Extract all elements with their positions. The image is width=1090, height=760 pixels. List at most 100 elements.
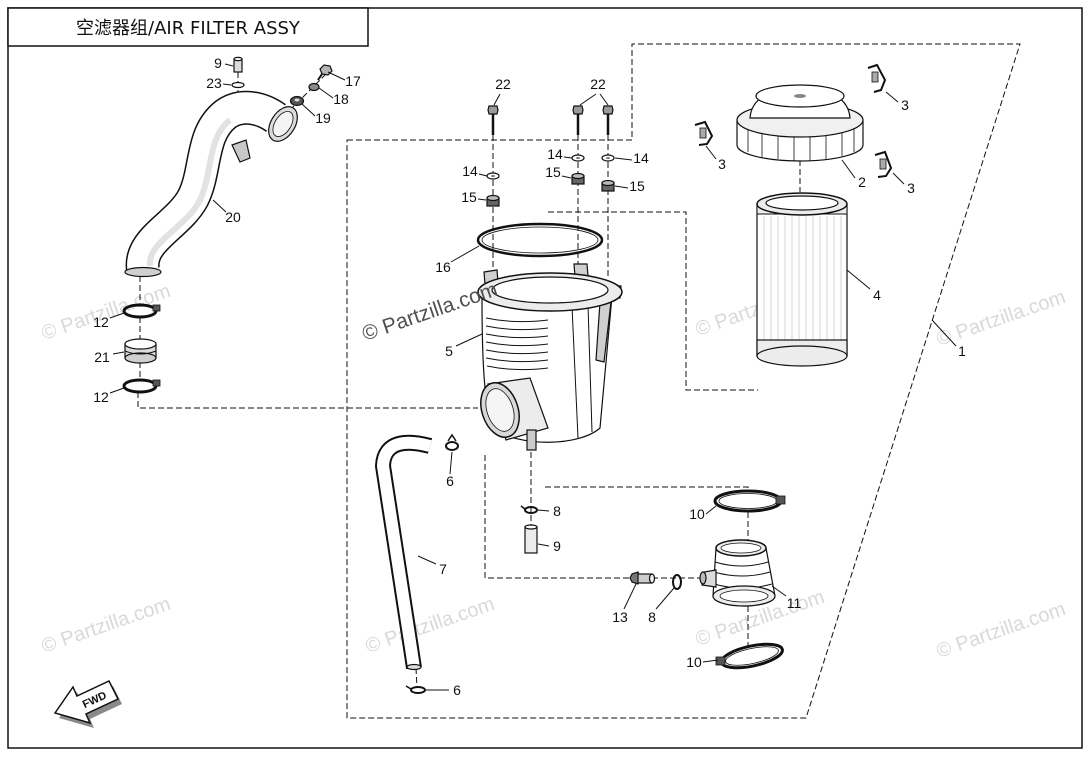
- callout-label: 10: [689, 506, 705, 522]
- leader-line: [614, 185, 629, 189]
- leader-line: [109, 387, 125, 394]
- watermark: © Partzilla.com: [39, 280, 174, 345]
- callout-label: 4: [873, 287, 881, 303]
- callout-labels: 9 23 17 18 19 20 22 22 14 15 14 15 14 15…: [93, 55, 966, 698]
- callout-label: 11: [787, 595, 802, 611]
- part-19-grommet: [289, 95, 305, 107]
- leader-line: [561, 175, 572, 179]
- part-6-hose-clip-lower: [405, 685, 426, 694]
- callout-label: 20: [225, 209, 241, 225]
- leader-line: [614, 157, 633, 161]
- leader-line: [417, 555, 437, 565]
- leader-line: [212, 199, 227, 213]
- leader-line: [705, 505, 717, 515]
- part-11-outlet-coupling: [699, 539, 776, 607]
- leader-line: [885, 91, 899, 103]
- callout-label: 1: [958, 343, 966, 359]
- part-7-drain-hose: [374, 434, 433, 671]
- connector-line: [484, 455, 632, 579]
- part-5-air-box: [477, 263, 623, 451]
- part-15-grommet: [571, 172, 585, 185]
- diagram-frame: [7, 7, 1083, 749]
- assembly-1-outline: [346, 43, 1021, 719]
- part-22-bolt: [572, 105, 584, 135]
- callout-label: 18: [333, 91, 349, 107]
- callout-label: 17: [345, 73, 361, 89]
- part-14-washer: [601, 154, 615, 162]
- diagram-title: 空滤器组/AIR FILTER ASSY: [76, 18, 301, 39]
- part-13-fitting: [629, 571, 656, 585]
- leader-line: [477, 198, 487, 201]
- part-8-clip: [672, 574, 682, 590]
- leader-line: [449, 451, 453, 475]
- callout-label: 14: [462, 163, 478, 179]
- callout-label: 14: [633, 150, 649, 166]
- leader-line: [705, 145, 717, 160]
- leader-line: [109, 312, 125, 319]
- part-20-intake-tube: [124, 90, 298, 278]
- leader-line: [455, 333, 483, 347]
- connector-lines: [137, 72, 801, 689]
- part-8-clip: [520, 505, 538, 514]
- leader-line: [318, 87, 334, 99]
- leader-line: [301, 103, 316, 117]
- part-2-filter-cover: [736, 84, 864, 162]
- callout-label: 16: [435, 259, 451, 275]
- leader-line: [224, 63, 234, 67]
- part-3-clip: [874, 150, 893, 178]
- callout-label: 15: [461, 189, 477, 205]
- callout-label: 3: [901, 97, 909, 113]
- callout-label: 7: [439, 561, 447, 577]
- callout-label: 9: [214, 55, 222, 71]
- part-22-bolt: [487, 105, 499, 135]
- callout-label: 23: [206, 75, 222, 91]
- part-21-coupler: [124, 338, 157, 364]
- leader-line: [478, 173, 488, 177]
- connector-line: [548, 211, 758, 391]
- part-3-clip: [867, 63, 887, 93]
- leader-lines: [109, 63, 957, 691]
- connector-line: [287, 73, 327, 113]
- part-22-bolt: [602, 105, 614, 135]
- watermark: © Partzilla.com: [363, 593, 498, 658]
- callout-label: 19: [315, 110, 331, 126]
- callout-label: 12: [93, 389, 109, 405]
- callout-label: 12: [93, 314, 109, 330]
- leader-line: [563, 156, 573, 159]
- connector-line: [137, 392, 478, 409]
- callout-label: 3: [718, 156, 726, 172]
- leader-line: [112, 351, 125, 355]
- part-23-washer: [231, 81, 245, 89]
- leader-line: [623, 583, 637, 610]
- callout-label: 9: [553, 538, 561, 554]
- part-12-clamp-upper: [122, 303, 161, 319]
- part-10-clamp-lower: [715, 642, 784, 670]
- leader-line: [450, 245, 480, 263]
- leader-line: [841, 159, 856, 179]
- callout-label: 6: [453, 682, 461, 698]
- part-16-seal-ring: [476, 222, 604, 258]
- watermark: © Partzilla.com: [39, 593, 174, 658]
- callout-label: 21: [94, 349, 110, 365]
- leader-line: [846, 269, 871, 290]
- callout-label: 2: [858, 174, 866, 190]
- leader-line: [537, 543, 550, 547]
- leader-line: [771, 585, 787, 597]
- watermark: © Partzilla.com: [934, 286, 1069, 351]
- callout-label: 13: [612, 609, 628, 625]
- callout-label: 6: [446, 473, 454, 489]
- leader-line: [892, 172, 905, 185]
- watermark: © Partzilla.com: [934, 598, 1069, 663]
- leader-line: [493, 93, 501, 106]
- leader-line: [702, 659, 719, 663]
- title-box: [7, 7, 369, 47]
- part-3-clip: [694, 120, 714, 146]
- part-10-clamp-upper: [713, 489, 786, 513]
- part-6-hose-clip-upper: [445, 433, 459, 451]
- part-9-plug: [233, 56, 243, 73]
- part-4-filter-element: [756, 192, 848, 367]
- callout-label: 15: [545, 164, 561, 180]
- part-9-drain-plug: [524, 524, 538, 554]
- connector-line: [545, 486, 749, 492]
